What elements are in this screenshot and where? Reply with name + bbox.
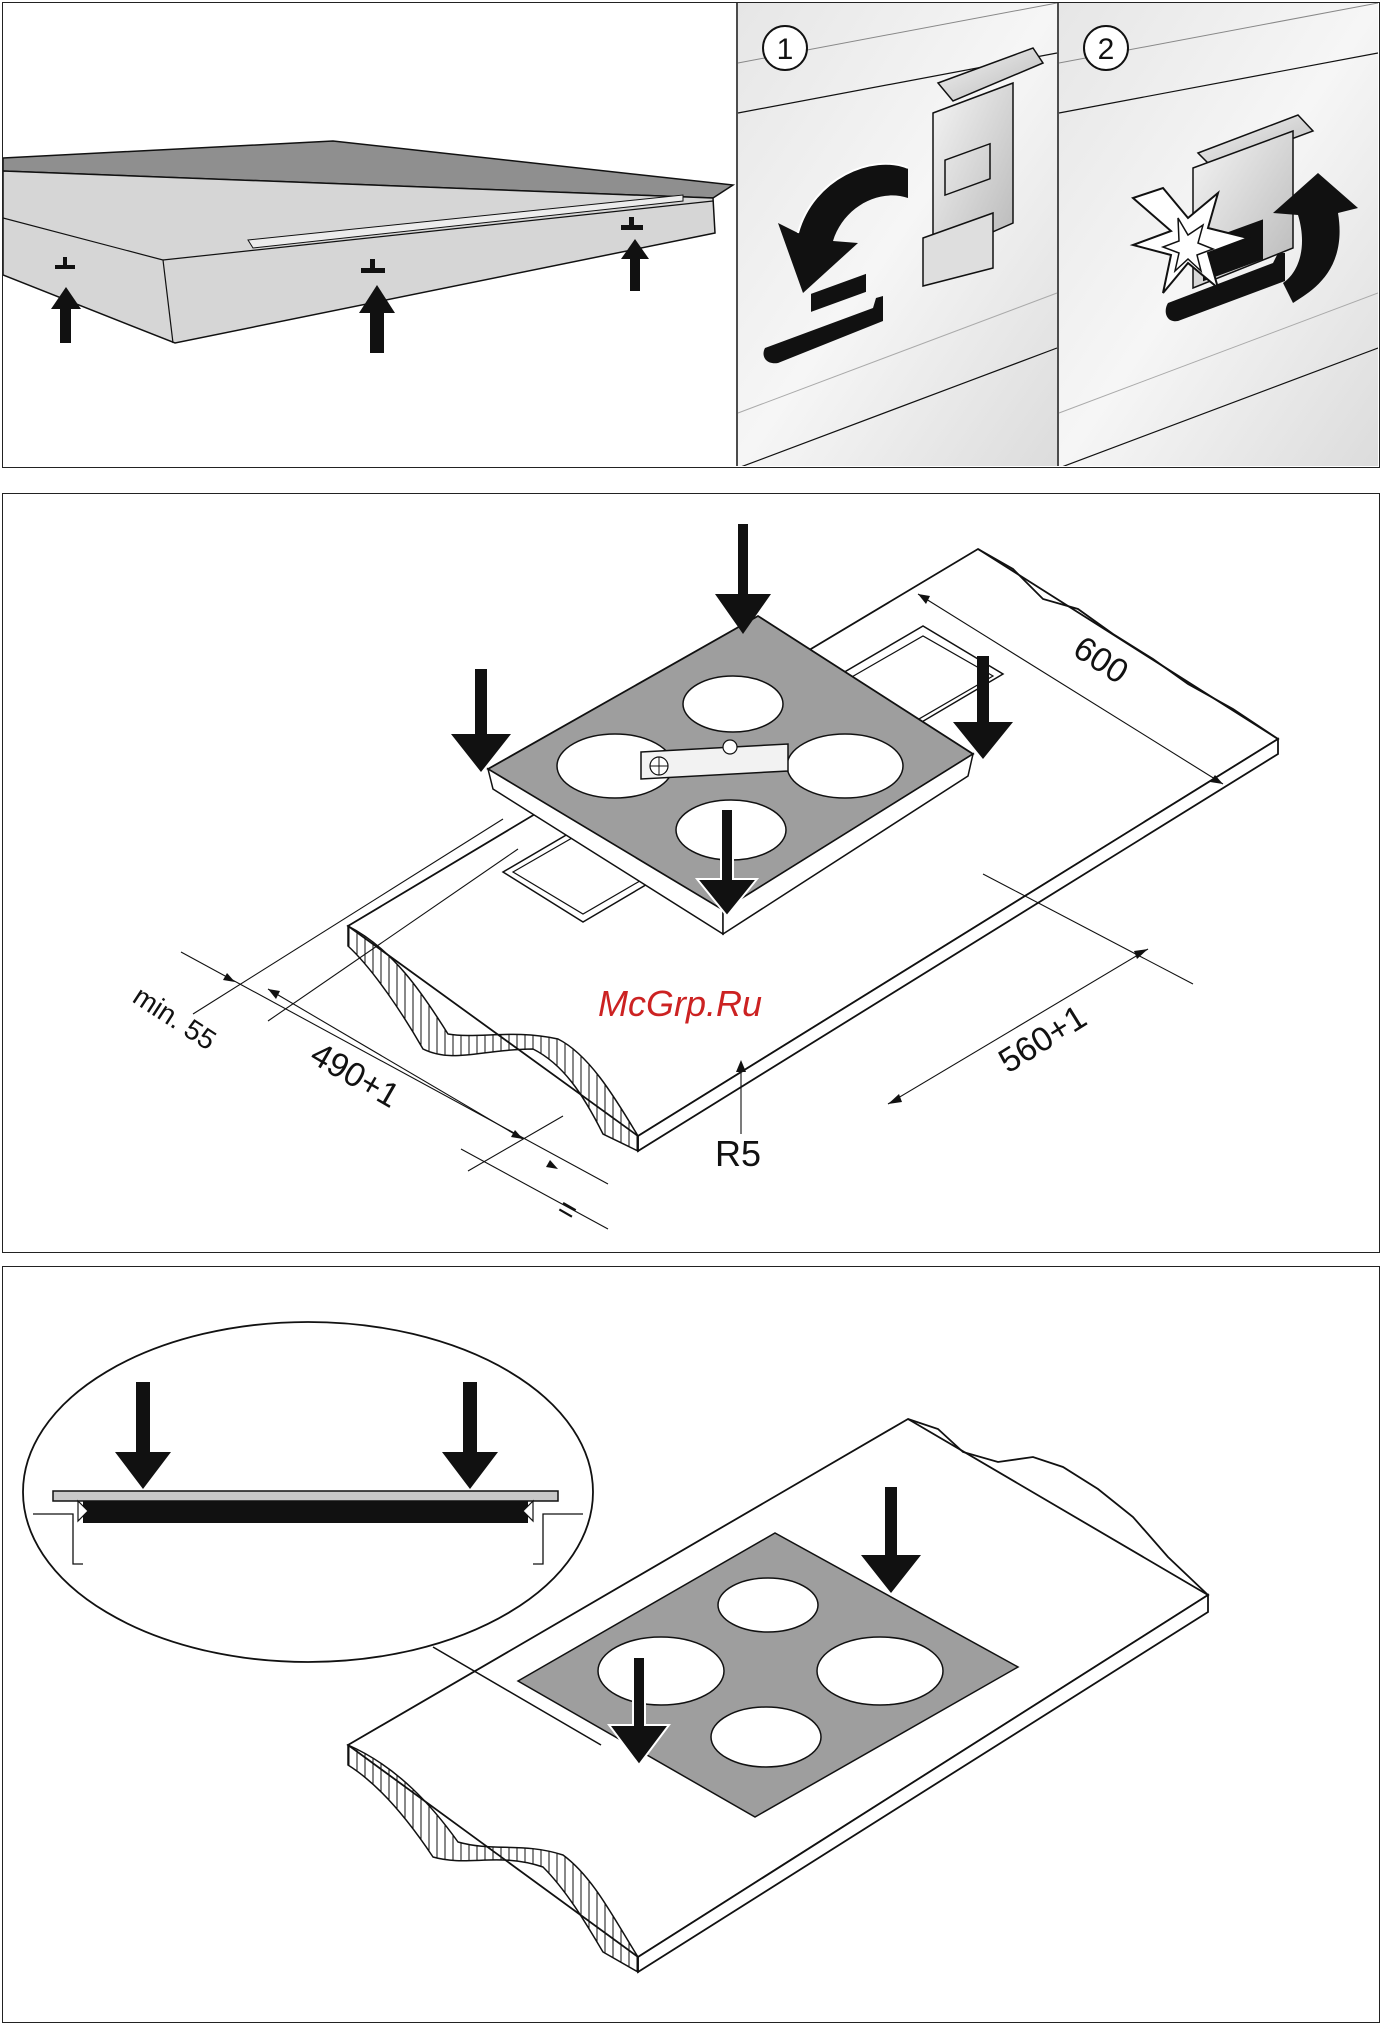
watermark: McGrp.Ru [598, 983, 762, 1024]
dimension-560-label: 560+1 [992, 998, 1093, 1081]
cooking-zone-right [787, 734, 903, 798]
cooking-zone-rear [683, 676, 783, 732]
cutout-dimensions-panel: 600 560+1 490+1 min. 55 R5 = McGrp.Ru [2, 493, 1380, 1253]
step-2-badge: 2 [1084, 26, 1128, 70]
equal-sign-label: = [552, 1191, 584, 1228]
step-2-illustration: 2 [1059, 3, 1378, 466]
cooking-zone-front [711, 1707, 821, 1767]
step-1-badge: 1 [763, 26, 807, 70]
hob-insertion-illustration [3, 1267, 1378, 2021]
dimension-min55-label: min. 55 [128, 980, 222, 1056]
hob-clip-illustration: 1 2 [3, 3, 1378, 466]
step-1-number: 1 [777, 33, 794, 66]
cooking-zone-rear [718, 1578, 818, 1632]
press-arrow-left-icon [451, 669, 511, 772]
radius-label: R5 [715, 1133, 761, 1174]
hob-underside [3, 141, 733, 353]
press-arrow-rear-icon [715, 524, 771, 634]
cooking-zone-right [817, 1637, 943, 1705]
hob-body-section [83, 1501, 528, 1523]
step-1-illustration: 1 [738, 3, 1057, 466]
cutout-dimensions-illustration: 600 560+1 490+1 min. 55 R5 = McGrp.Ru [3, 494, 1378, 1251]
cooking-zone-left [598, 1637, 724, 1705]
step-2-number: 2 [1098, 33, 1115, 66]
dimension-490-label: 490+1 [304, 1035, 406, 1116]
edge-detail-callout [23, 1322, 593, 1662]
hob-glass-section [53, 1491, 558, 1501]
hob-clip-panel: 1 2 [2, 2, 1380, 468]
hob-insertion-panel [2, 1266, 1380, 2023]
